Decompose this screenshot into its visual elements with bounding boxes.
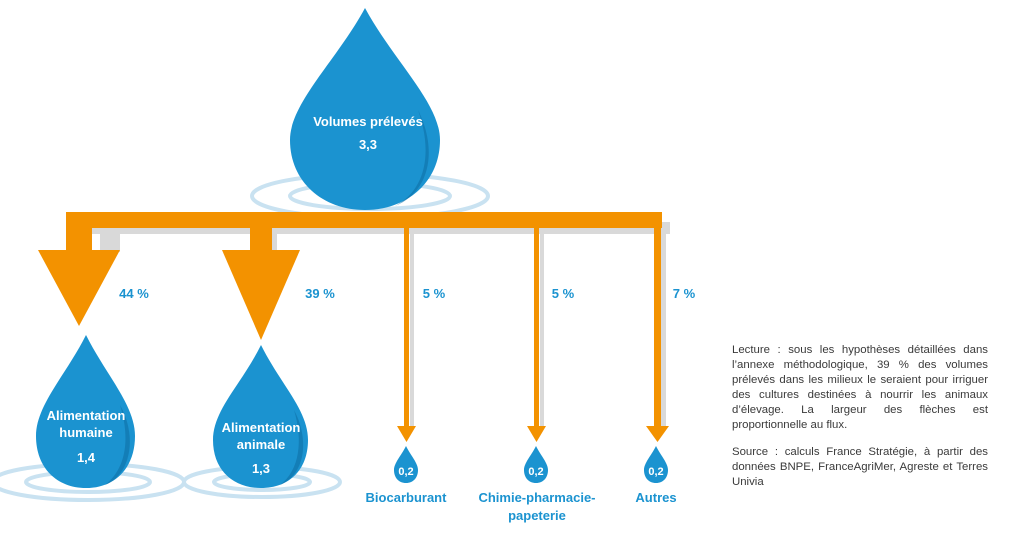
source-note: Source : calculs France Stratégie, à par… <box>732 446 988 488</box>
chimie-label-line2: papeterie <box>508 508 566 523</box>
drop-humaine: Alimentation humaine 1,4 <box>36 335 135 488</box>
percent-animale: 39 % <box>305 286 335 301</box>
drop-animale: Alimentation animale 1,3 <box>213 345 308 488</box>
arrow-biocarburant-head <box>397 426 416 442</box>
flow-arrows <box>38 212 669 442</box>
percent-autres: 7 % <box>673 286 696 301</box>
arrow-animale-shaft <box>250 212 272 252</box>
arrow-chimie-head <box>527 426 546 442</box>
arrow-shadows <box>78 222 670 427</box>
arrow-chimie-shaft <box>534 212 539 426</box>
arrow-animale-head <box>222 250 300 340</box>
autres-value: 0,2 <box>648 466 663 478</box>
drop-chimie: 0,2 <box>524 446 548 483</box>
drop-autres: 0,2 <box>644 446 668 483</box>
percent-biocarburant: 5 % <box>423 286 446 301</box>
percent-humaine: 44 % <box>119 286 149 301</box>
humaine-value: 1,4 <box>77 450 96 465</box>
main-flow-bar <box>66 212 662 228</box>
chimie-value: 0,2 <box>528 466 543 478</box>
arrow-humaine-shaft <box>66 212 92 252</box>
biocarburant-value: 0,2 <box>398 466 413 478</box>
animale-label-line2: animale <box>237 437 285 452</box>
humaine-label-line1: Alimentation <box>47 408 126 423</box>
percent-chimie: 5 % <box>552 286 575 301</box>
source-label: Volumes prélevés <box>313 114 423 129</box>
source-drop: Volumes prélevés 3,3 <box>290 8 440 210</box>
autres-label: Autres <box>635 490 676 505</box>
arrow-autres-head <box>646 426 669 442</box>
lecture-note: Lecture : sous les hypothèses détaillées… <box>732 344 988 431</box>
notes-panel: Lecture : sous les hypothèses détaillées… <box>732 343 988 502</box>
source-value: 3,3 <box>359 137 377 152</box>
drop-biocarburant: 0,2 <box>394 446 418 483</box>
arrow-autres-shaft <box>654 212 661 426</box>
chimie-label-line1: Chimie-pharmacie- <box>478 490 595 505</box>
animale-label-line1: Alimentation <box>222 420 301 435</box>
humaine-label-line2: humaine <box>59 425 112 440</box>
arrow-biocarburant-shaft <box>404 212 409 426</box>
biocarburant-label: Biocarburant <box>366 490 448 505</box>
animale-value: 1,3 <box>252 461 270 476</box>
arrow-humaine-head <box>38 250 120 326</box>
